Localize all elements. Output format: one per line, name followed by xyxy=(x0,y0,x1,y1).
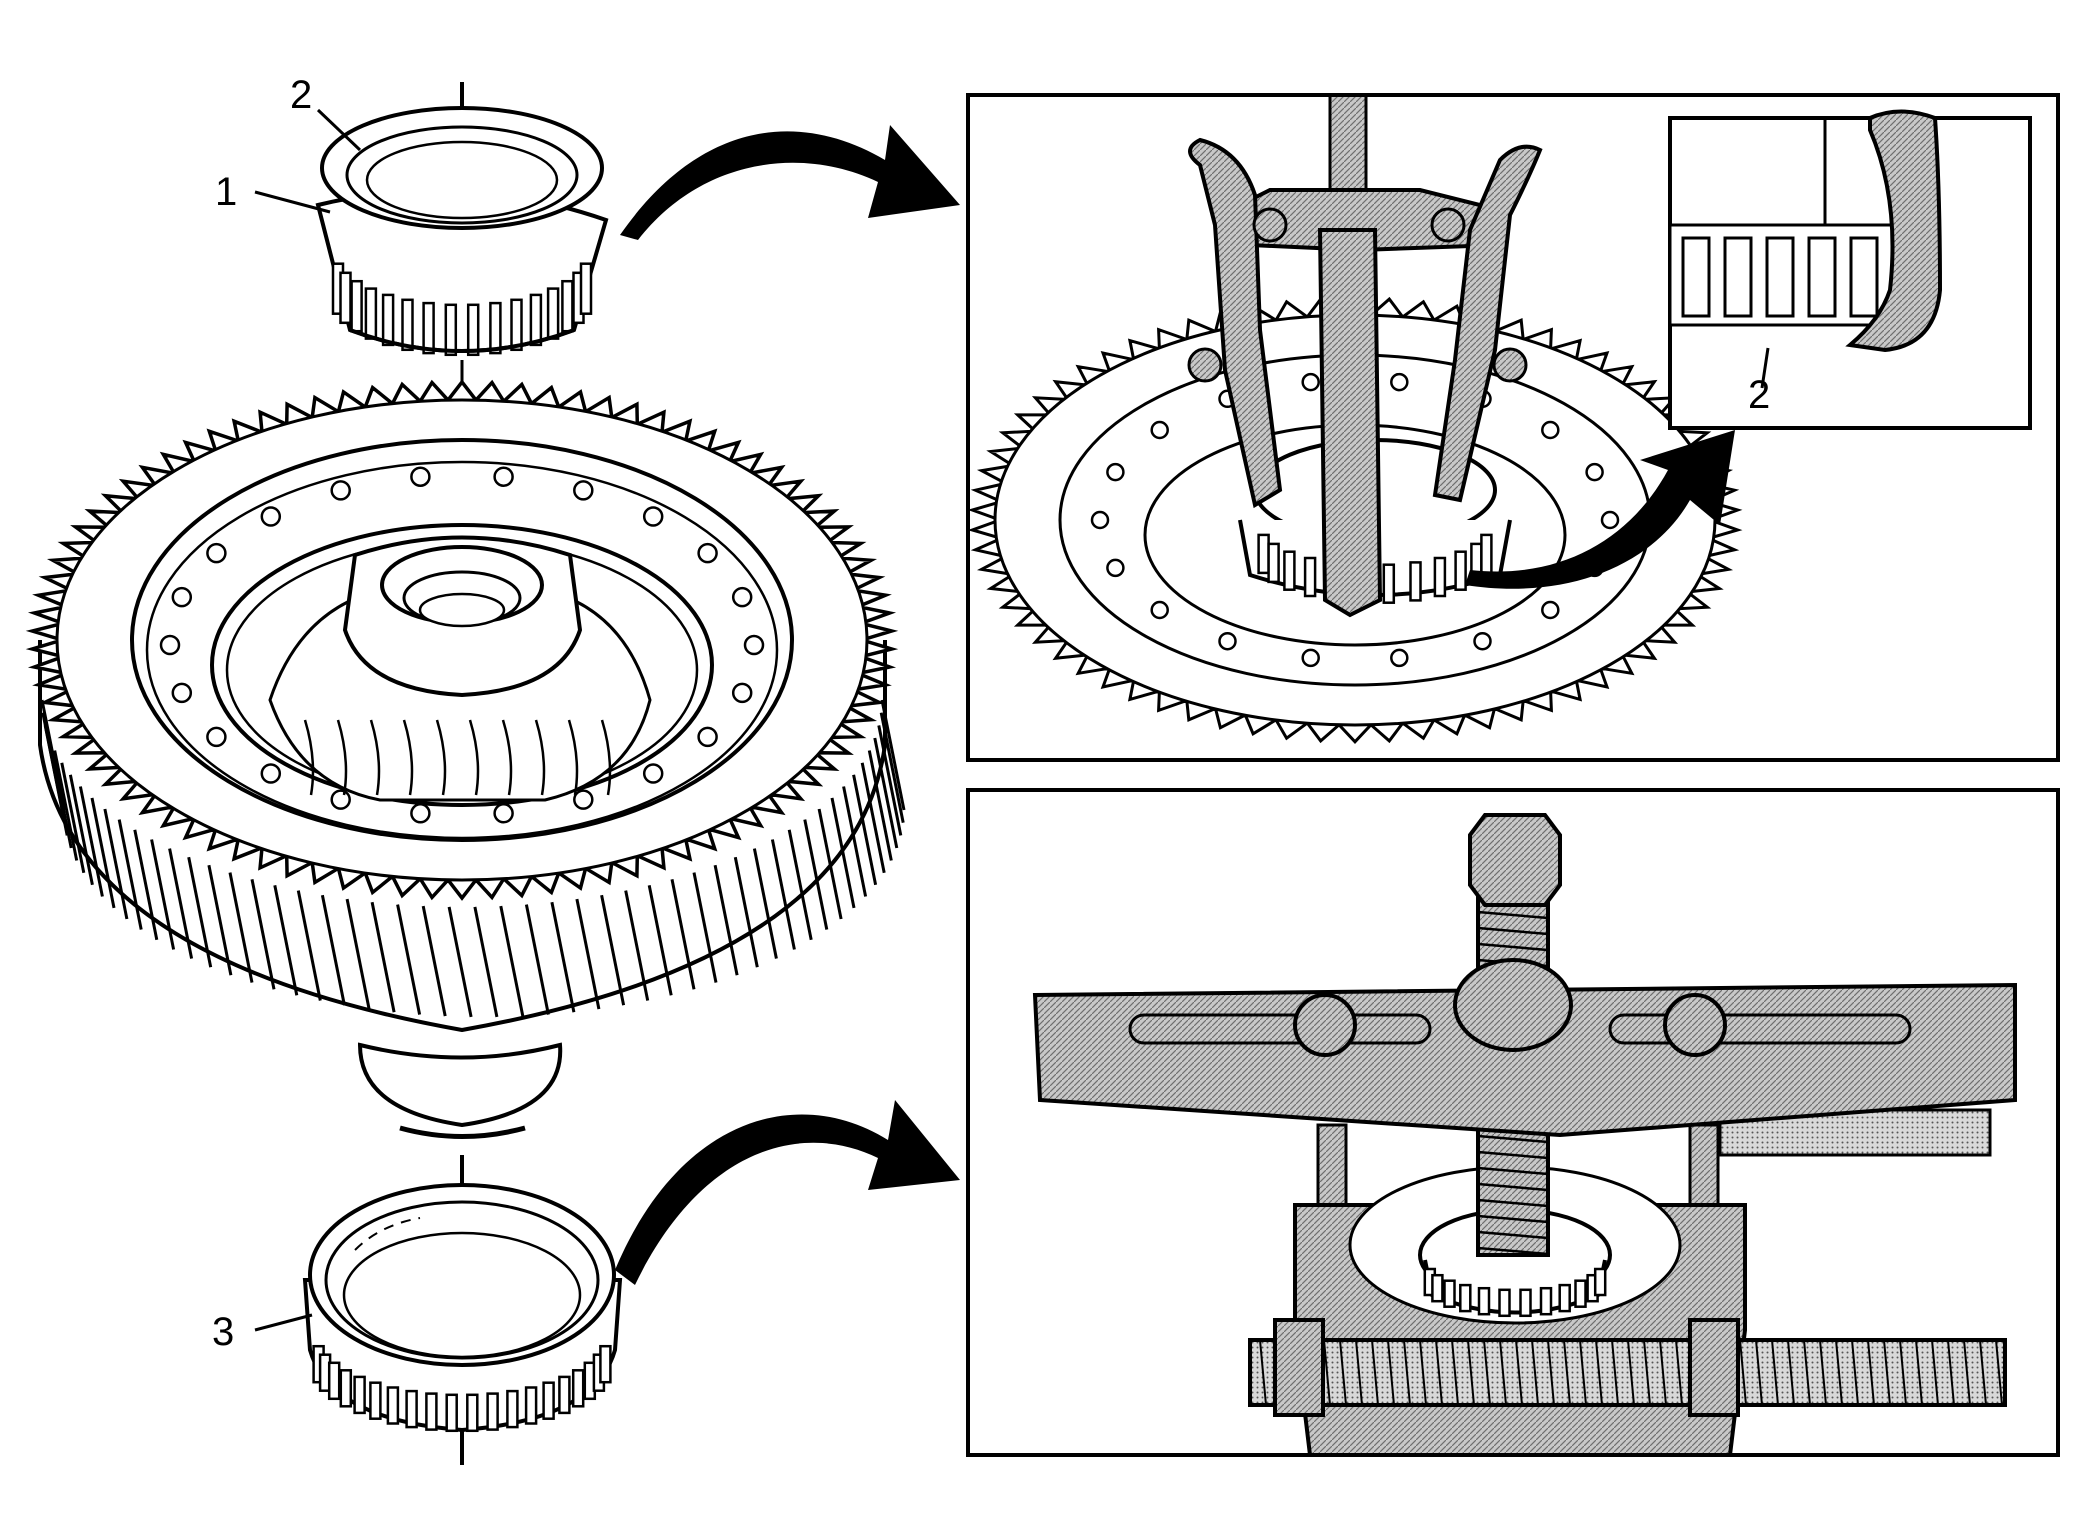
differential-ring-gear xyxy=(25,379,906,1139)
callout-1: 1 xyxy=(215,170,237,214)
lower-bearing xyxy=(302,1183,623,1433)
callout-leaders xyxy=(254,108,362,1332)
callout-2: 2 xyxy=(290,73,312,117)
detail-callout-2: 2 xyxy=(1748,373,1770,417)
callout-3: 3 xyxy=(212,1310,234,1354)
upper-bearing xyxy=(315,106,609,357)
arrow-to-puller-panel xyxy=(620,125,960,240)
press-plate-inset xyxy=(966,788,2060,1457)
arrow-to-press-panel xyxy=(615,1100,960,1285)
puller-inset: 2 xyxy=(966,93,2060,762)
